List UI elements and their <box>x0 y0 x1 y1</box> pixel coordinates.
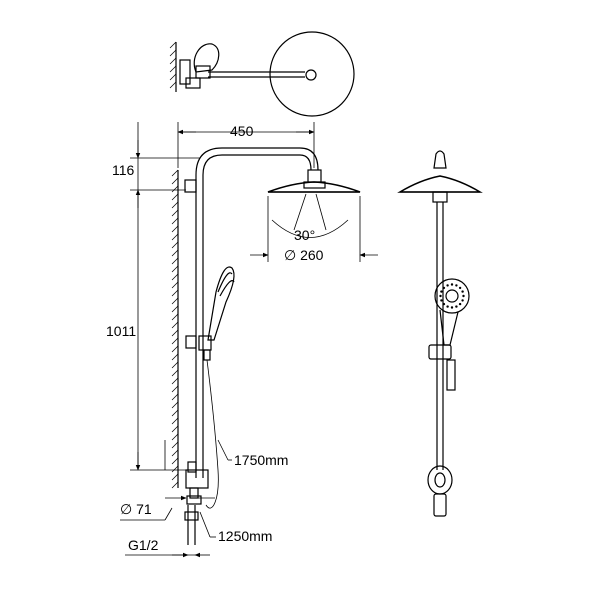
width-top-label: 450 <box>230 123 254 139</box>
top-view-shower-head <box>269 31 355 117</box>
side-view: 30° ∅ 260 450 <box>106 122 378 558</box>
top-view <box>169 31 355 117</box>
front-view <box>397 150 483 517</box>
hose <box>205 359 219 509</box>
front-view-shower-head <box>397 175 483 193</box>
hose-short-label: 1250mm <box>218 528 272 544</box>
spray-angle-label: 30° <box>294 227 315 243</box>
wall-hatch <box>171 169 179 489</box>
height-top-label: 116 <box>112 162 135 178</box>
front-view-hand-shower-face <box>434 278 470 314</box>
thread-label: G1/2 <box>128 537 159 553</box>
hose-long-label: 1750mm <box>234 452 288 468</box>
head-diameter-label: ∅ 260 <box>284 247 324 263</box>
hand-shower <box>207 266 235 341</box>
pipe-diameter-label: ∅ 71 <box>120 501 152 517</box>
top-view-wall-hatch <box>169 41 177 89</box>
shower-head <box>267 181 361 193</box>
hand-shower-spray-dots <box>439 283 465 309</box>
height-main-label: 1011 <box>106 323 136 339</box>
